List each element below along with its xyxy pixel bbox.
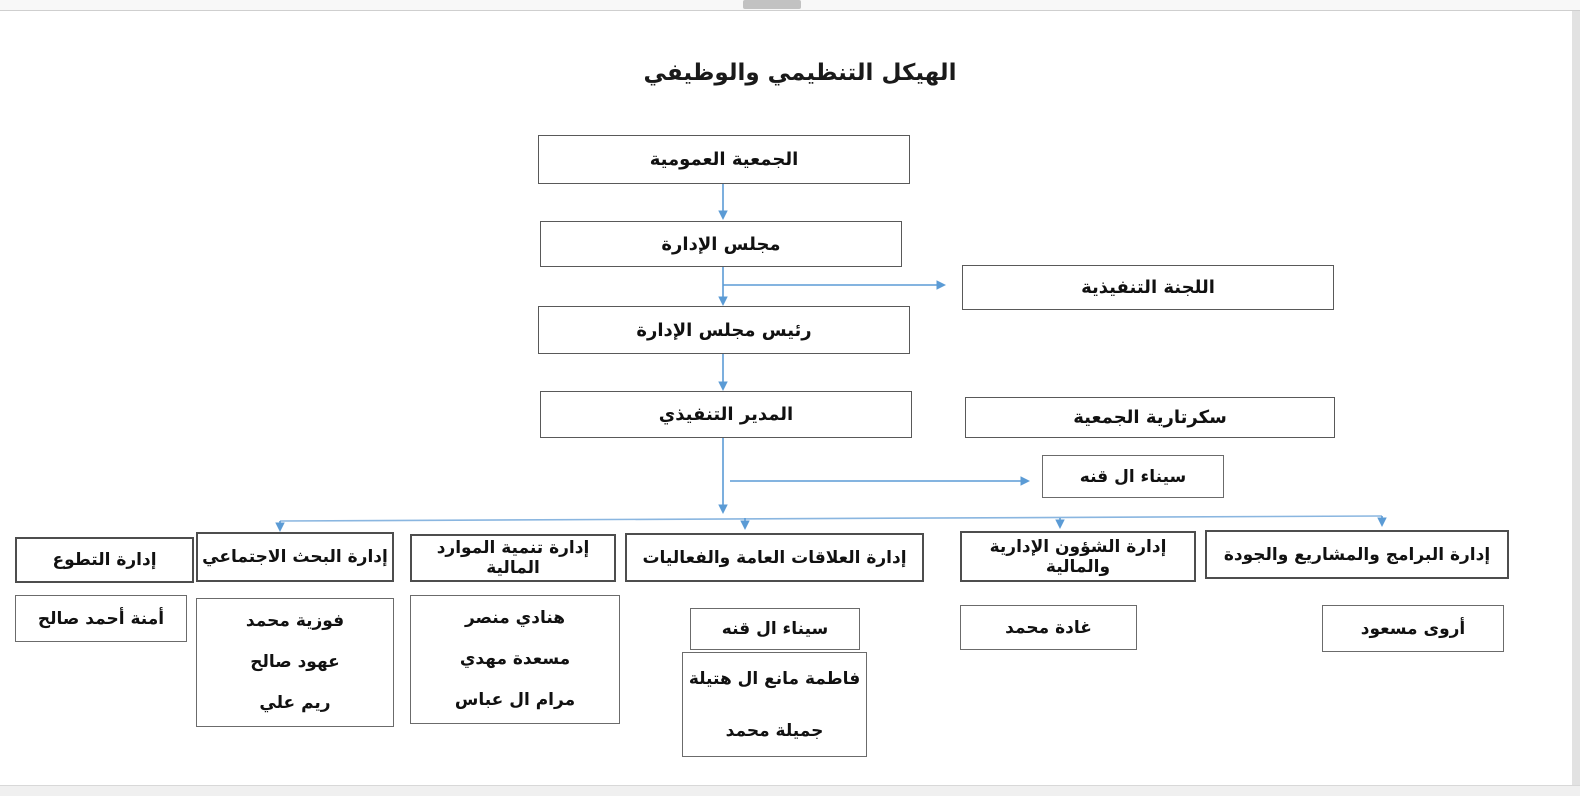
staff-box-public-relations: فاطمة مانع ال هتيلة جميلة محمد: [682, 652, 867, 757]
staff-box-volunteering: أمنة أحمد صالح: [15, 595, 187, 642]
dept-box-volunteering: إدارة التطوع: [15, 537, 194, 583]
org-box-board-chairman: رئيس مجلس الإدارة: [538, 306, 910, 354]
dept-box-public-relations: إدارة العلاقات العامة والفعاليات: [625, 533, 924, 582]
staff-name: ريم علي: [259, 693, 331, 713]
staff-name: فوزية محمد: [245, 611, 345, 631]
staff-name: جميلة محمد: [725, 720, 824, 741]
page-bottom-edge: [0, 785, 1580, 796]
staff-name: فاطمة مانع ال هتيلة: [688, 668, 861, 689]
org-box-board: مجلس الإدارة: [540, 221, 902, 267]
staff-box-admin-financial: غادة محمد: [960, 605, 1137, 650]
staff-box-secretariat: سيناء ال قنه: [1042, 455, 1224, 498]
org-box-general-assembly: الجمعية العمومية: [538, 135, 910, 184]
staff-name: مسعدة مهدي: [459, 649, 571, 669]
staff-box-programs-projects-quality: أروى مسعود: [1322, 605, 1504, 652]
dept-box-financial-resources: إدارة تنمية الموارد المالية: [410, 534, 616, 582]
org-box-secretariat: سكرتارية الجمعية: [965, 397, 1335, 438]
staff-name: هنادي منصر: [464, 608, 566, 628]
chart-title: الهيكل التنظيمي والوظيفي: [643, 60, 957, 86]
department-distribution-line: [279, 515, 1383, 522]
dept-box-social-research: إدارة البحث الاجتماعي: [196, 532, 394, 582]
staff-name: عهود صالح: [250, 652, 340, 672]
staff-box-social-research: فوزية محمد عهود صالح ريم علي: [196, 598, 394, 727]
staff-box-public-relations-head: سيناء ال قنه: [690, 608, 860, 650]
staff-box-financial-resources: هنادي منصر مسعدة مهدي مرام ال عباس: [410, 595, 620, 724]
org-box-executive-director: المدير التنفيذي: [540, 391, 912, 438]
dept-box-programs-projects-quality: إدارة البرامج والمشاريع والجودة: [1205, 530, 1509, 579]
dept-box-admin-financial: إدارة الشؤون الإدارية والمالية: [960, 531, 1196, 582]
staff-name: مرام ال عباس: [454, 690, 576, 710]
page-right-edge: [1572, 11, 1580, 785]
org-box-executive-committee: اللجنة التنفيذية: [962, 265, 1334, 310]
page-divider-handle: [743, 0, 801, 9]
